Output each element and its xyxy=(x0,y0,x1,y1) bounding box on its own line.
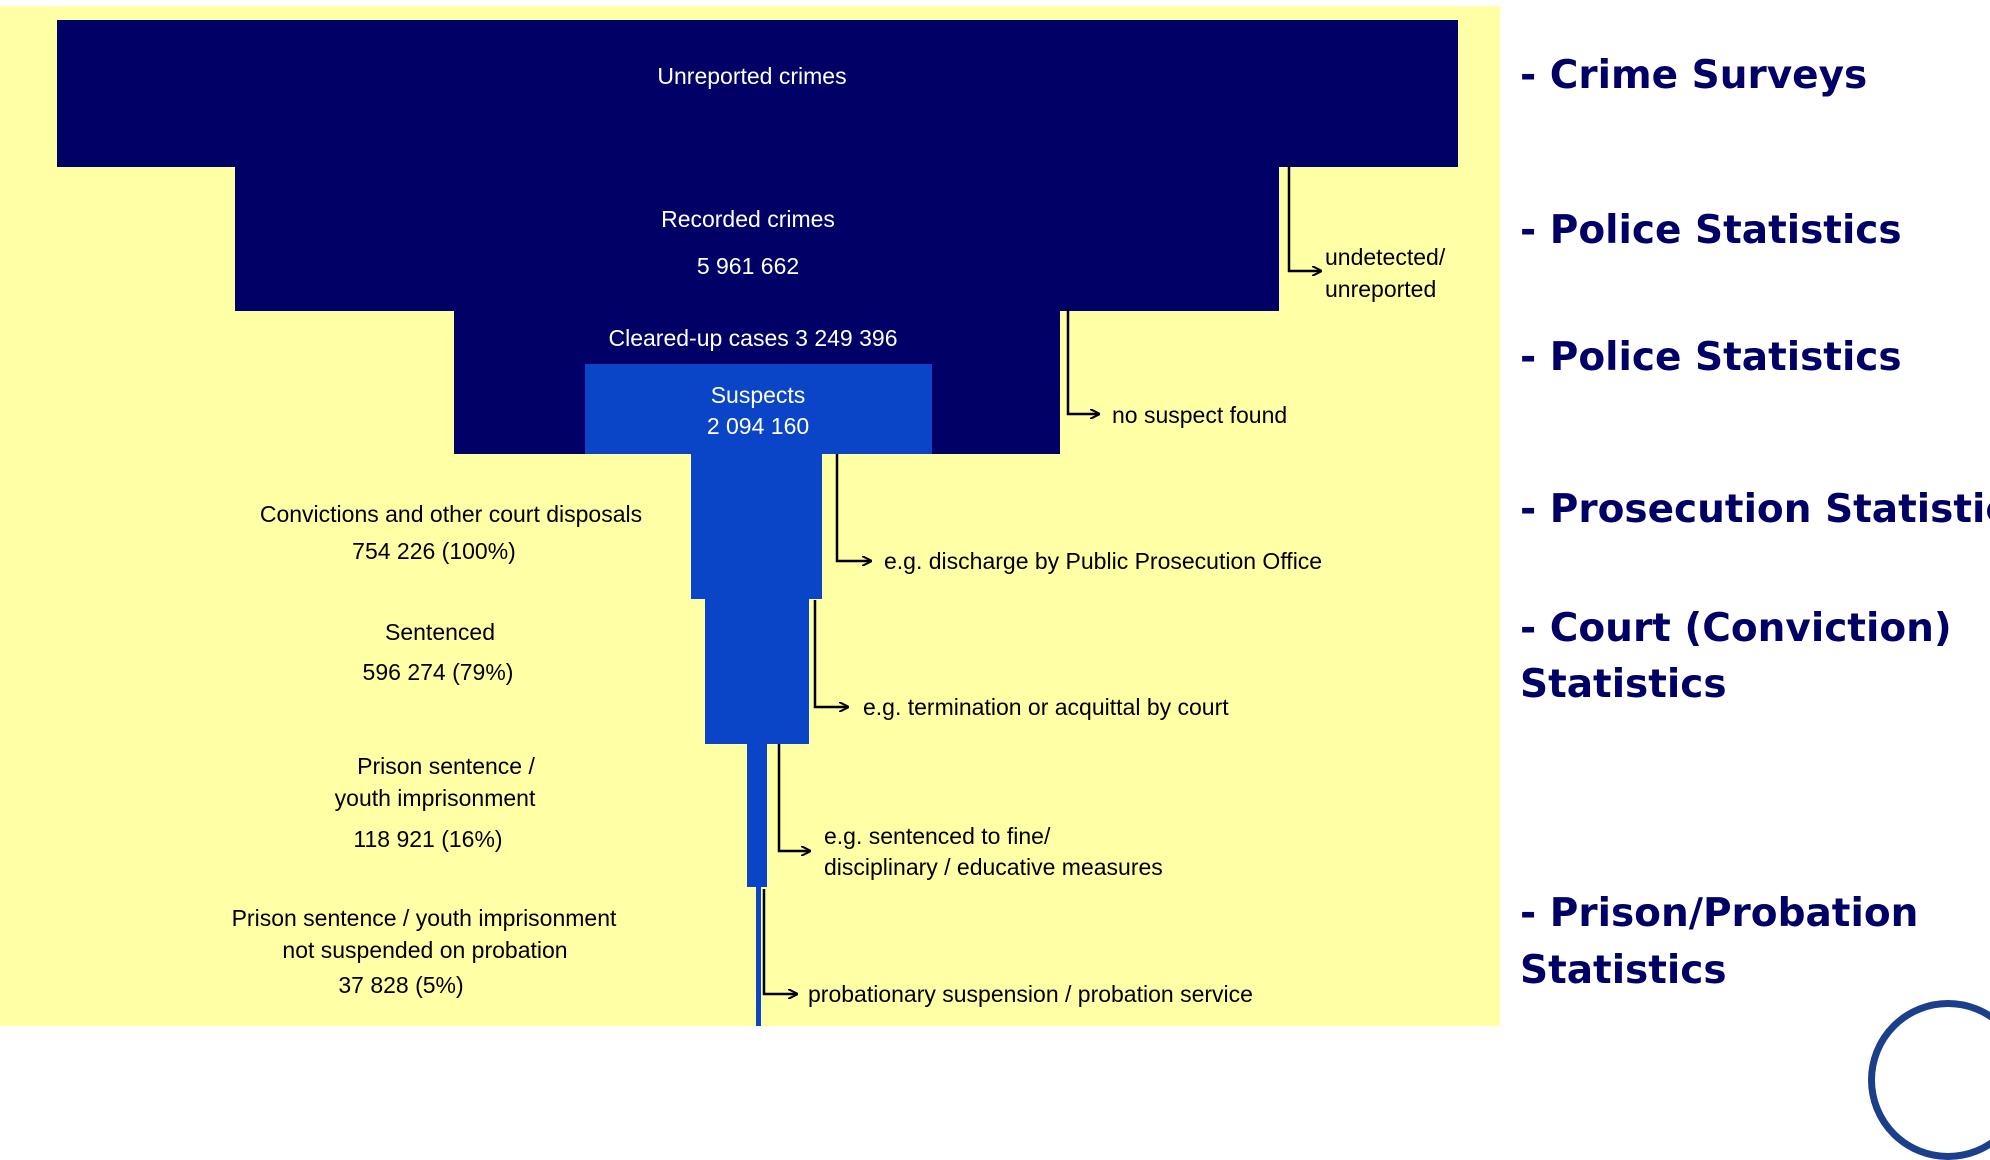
prison-sentence-label-1: Prison sentence / xyxy=(357,753,535,779)
suspects-label: Suspects xyxy=(710,382,806,408)
source-court-statistics-2: Statistics xyxy=(1520,662,1727,707)
source-court-statistics-1: - Court (Conviction) xyxy=(1520,606,1952,651)
not-suspended-block xyxy=(756,886,761,1026)
convictions-value: 754 226 (100%) xyxy=(352,538,516,564)
source-prison-probation-2: Statistics xyxy=(1520,948,1727,993)
cleared-up-label: Cleared-up cases 3 249 396 xyxy=(608,325,898,351)
no-suspect-label: no suspect found xyxy=(1112,402,1288,428)
suspects-block xyxy=(585,364,932,454)
recorded-crimes-value: 5 961 662 xyxy=(696,253,800,279)
suspects-value: 2 094 160 xyxy=(706,413,810,439)
sentenced-value: 596 274 (79%) xyxy=(362,659,514,685)
not-suspended-label-2: not suspended on probation xyxy=(282,937,568,963)
prison-sentence-value: 118 921 (16%) xyxy=(353,826,503,852)
source-crime-surveys: - Crime Surveys xyxy=(1520,53,1868,98)
crime-funnel-slide: Unreported crimes Recorded crimes 5 961 … xyxy=(0,6,1990,1160)
fine-arrow xyxy=(777,744,810,851)
convictions-block xyxy=(691,453,822,599)
undetected-arrow xyxy=(1287,165,1321,271)
source-prosecution-statistics: - Prosecution Statistics xyxy=(1520,487,1990,532)
recorded-crimes-label: Recorded crimes xyxy=(661,206,835,232)
fine-label-2: disciplinary / educative measures xyxy=(824,854,1163,880)
prison-sentence-label-2: youth imprisonment xyxy=(334,785,536,811)
discharge-label: e.g. discharge by Public Prosecution Off… xyxy=(884,548,1323,574)
termination-arrow xyxy=(813,600,848,707)
source-prison-probation-1: - Prison/Probation xyxy=(1520,891,1919,936)
prison-sentence-block xyxy=(747,743,767,887)
outflow-arrows xyxy=(762,165,1990,1026)
discharge-arrow xyxy=(835,454,871,561)
probation-arrow xyxy=(762,889,797,994)
probation-label: probationary suspension / probation serv… xyxy=(808,981,1253,1007)
unreported-crimes-label: Unreported crimes xyxy=(657,63,847,89)
source-police-statistics-2: - Police Statistics xyxy=(1520,335,1902,380)
not-suspended-label-1: Prison sentence / youth imprisonment xyxy=(231,905,617,931)
sentenced-label: Sentenced xyxy=(385,619,495,645)
undetected-label-1: undetected/ xyxy=(1325,244,1446,270)
source-police-statistics-1: - Police Statistics xyxy=(1520,208,1902,253)
convictions-label: Convictions and other court disposals xyxy=(259,501,643,527)
no-suspect-arrow xyxy=(1066,309,1099,414)
fine-label-1: e.g. sentenced to fine/ xyxy=(824,823,1051,849)
undetected-label-2: unreported xyxy=(1325,276,1437,302)
termination-label: e.g. termination or acquittal by court xyxy=(863,694,1229,720)
sentenced-block xyxy=(705,598,809,744)
unreported-crimes-block xyxy=(57,20,1458,167)
recorded-crimes-block xyxy=(235,166,1279,311)
not-suspended-value: 37 828 (5%) xyxy=(338,972,464,998)
